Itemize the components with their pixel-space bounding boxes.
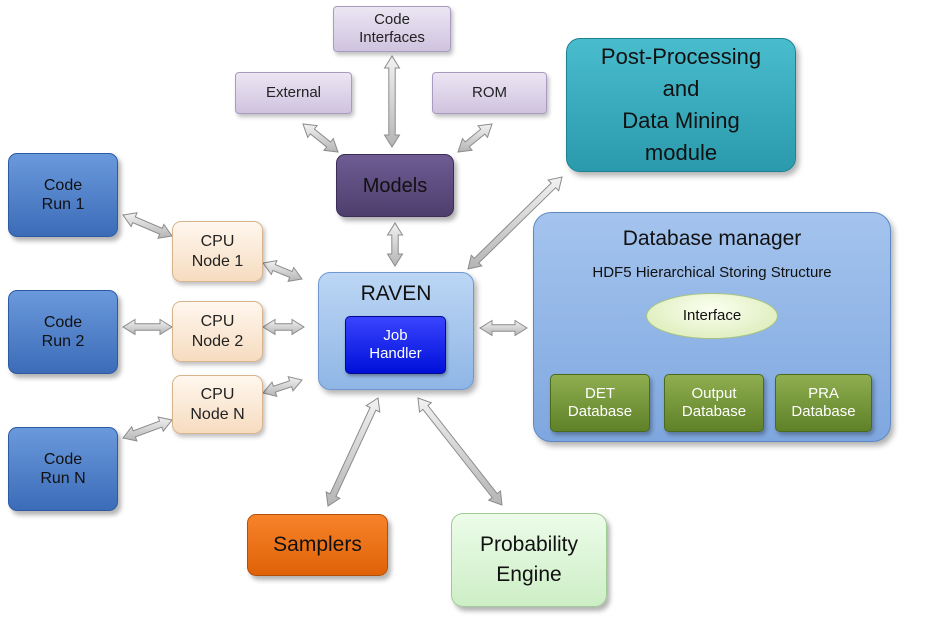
post-processing-line-1: Post-Processing <box>600 44 762 70</box>
samplers-label: Samplers <box>273 533 362 557</box>
code-interfaces-line-1: Code <box>374 11 410 28</box>
rom-box: ROM <box>432 72 547 114</box>
output-database-box: Output Database <box>664 374 764 432</box>
arrow-rom-models <box>457 123 493 153</box>
job-handler-box: Job Handler <box>345 316 446 374</box>
arrow-code-interfaces-models <box>383 55 401 148</box>
interface-ellipse: Interface <box>646 293 778 339</box>
det-database-line-1: DET <box>585 385 615 402</box>
arrow-raven-post-processing <box>467 176 563 270</box>
post-processing-line-2: and <box>662 76 700 102</box>
cpu-node-n-box: CPU Node N <box>172 375 263 434</box>
arrow-external-models <box>302 123 339 153</box>
probability-engine-line-2: Engine <box>496 563 562 586</box>
interface-label: Interface <box>682 307 742 324</box>
cpu-node-1-box: CPU Node 1 <box>172 221 263 282</box>
database-manager-title: Database manager <box>622 227 802 250</box>
arrow-raven-samplers <box>325 397 381 507</box>
probability-engine-line-1: Probability <box>479 532 579 556</box>
pra-database-box: PRA Database <box>775 374 872 432</box>
pra-database-line-1: PRA <box>808 385 839 402</box>
cpu-node-n-line-1: CPU <box>200 386 235 404</box>
code-run-n-box: Code Run N <box>8 427 118 511</box>
code-run-2-box: Code Run 2 <box>8 290 118 374</box>
cpu-node-1-line-2: Node 1 <box>191 252 244 270</box>
job-handler-line-2: Handler <box>369 345 422 362</box>
arrow-code-run-1-cpu-1 <box>122 212 173 239</box>
cpu-node-2-line-2: Node 2 <box>191 332 244 350</box>
code-run-1-line-2: Run 1 <box>41 196 85 213</box>
external-label: External <box>265 84 322 101</box>
code-interfaces-box: Code Interfaces <box>333 6 451 52</box>
output-database-line-2: Database <box>681 403 747 420</box>
post-processing-box: Post-Processing and Data Mining module <box>566 38 796 172</box>
arrow-code-run-2-cpu-2 <box>122 318 173 336</box>
arrow-raven-probability <box>417 397 503 506</box>
cpu-node-n-line-2: Node N <box>190 405 245 423</box>
cpu-node-1-line-1: CPU <box>200 233 235 251</box>
arrow-cpu-2-raven <box>262 318 305 336</box>
rom-label: ROM <box>472 84 507 101</box>
post-processing-line-4: module <box>644 139 718 165</box>
samplers-box: Samplers <box>247 514 388 576</box>
cpu-node-2-box: CPU Node 2 <box>172 301 263 362</box>
hdf5-subtitle: HDF5 Hierarchical Storing Structure <box>592 264 832 281</box>
code-run-1-line-1: Code <box>43 176 83 194</box>
arrow-cpu-1-raven <box>262 259 303 283</box>
arrow-raven-database <box>479 319 528 337</box>
probability-engine-box: Probability Engine <box>451 513 607 607</box>
arrow-code-run-n-cpu-n <box>122 416 173 442</box>
models-box: Models <box>336 154 454 217</box>
code-run-n-line-1: Code <box>43 450 83 468</box>
code-run-2-line-1: Code <box>43 313 83 331</box>
arrow-models-raven <box>386 222 404 267</box>
post-processing-line-3: Data Mining <box>622 108 740 133</box>
code-run-n-line-2: Run N <box>40 470 86 487</box>
output-database-line-1: Output <box>691 385 737 402</box>
code-interfaces-line-2: Interfaces <box>359 29 425 46</box>
det-database-box: DET Database <box>550 374 650 432</box>
external-box: External <box>235 72 352 114</box>
pra-database-line-2: Database <box>791 403 856 420</box>
arrow-cpu-n-raven <box>262 376 303 397</box>
cpu-node-2-line-1: CPU <box>200 313 235 331</box>
raven-label: RAVEN <box>360 282 432 305</box>
det-database-line-2: Database <box>567 403 633 420</box>
code-run-1-box: Code Run 1 <box>8 153 118 237</box>
code-run-2-line-2: Run 2 <box>41 333 85 350</box>
job-handler-line-1: Job <box>383 327 408 344</box>
models-label: Models <box>362 174 428 197</box>
